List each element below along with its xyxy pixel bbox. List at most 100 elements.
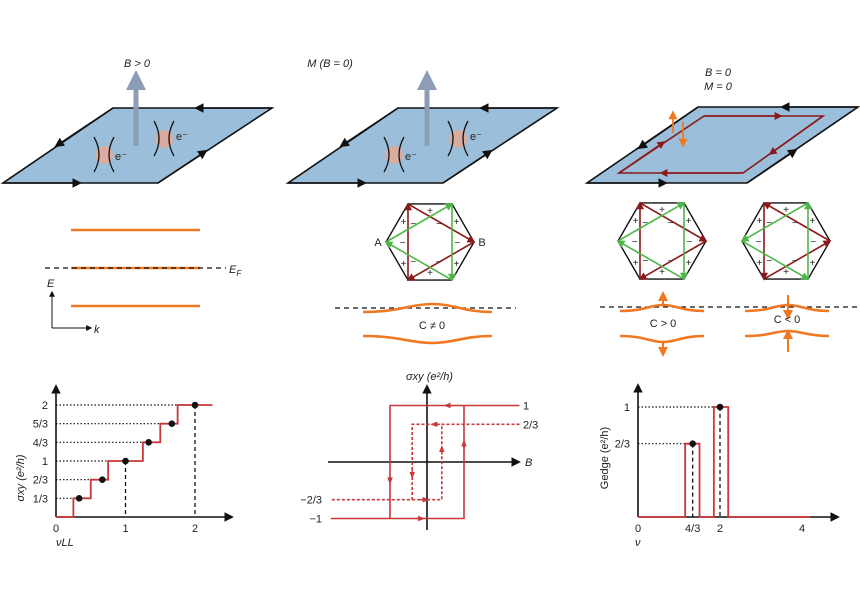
plus-sign: +	[633, 216, 639, 227]
panel-a-sample: B > 0 e⁻ e⁻	[0, 58, 275, 188]
plus-sign: +	[757, 258, 763, 269]
edge-arrow-icon	[442, 149, 493, 184]
hopping-arrow-green	[616, 240, 685, 280]
sample-plane	[285, 107, 560, 184]
chern-band-upper	[362, 302, 493, 314]
data-point	[99, 476, 106, 483]
y-tick-label: 2	[42, 400, 48, 412]
y-tick-label: 1/3	[33, 493, 48, 505]
data-point	[716, 403, 724, 411]
plus-sign: +	[453, 259, 459, 270]
plus-sign: +	[757, 216, 763, 227]
y-tick-label: 1	[42, 456, 48, 468]
hopping-arrow-green	[385, 203, 454, 243]
hopping-arrow-red	[762, 202, 831, 242]
plus-sign: +	[427, 268, 433, 279]
chern-band-lower	[362, 334, 493, 345]
panel-c-sample: B = 0 M = 0	[584, 67, 860, 188]
electron-icon: e⁻	[153, 120, 188, 157]
level-label: −1	[309, 514, 322, 526]
minus-sign: −	[436, 219, 442, 230]
momentum-axis-label: k	[94, 324, 100, 336]
plus-sign: +	[453, 217, 459, 228]
plot-edge-conductance: 2/3 1 0 4/3 2 4 ν Gedge (e²/h)	[599, 383, 840, 549]
electron-icon: e⁻	[447, 120, 482, 157]
data-point	[191, 401, 199, 409]
edge-arrow-icon	[637, 106, 699, 150]
svg-text:e⁻: e⁻	[176, 131, 188, 143]
y-axis-label: σxy (e²/h)	[15, 454, 27, 501]
edge-arrow-icon	[618, 141, 666, 174]
minus-sign: −	[454, 238, 460, 249]
x-tick-label: 0	[635, 523, 641, 535]
field-label: M (B = 0)	[307, 58, 353, 70]
plus-sign: +	[809, 258, 815, 269]
edge-arrow-icon	[54, 107, 114, 148]
minus-sign: −	[400, 238, 406, 249]
fermi-label: EF	[229, 264, 242, 278]
level-label: 2/3	[523, 419, 538, 431]
hopping-arrow-red	[639, 202, 708, 242]
hopping-arrow-green	[740, 202, 809, 242]
hopping-arrow-red	[407, 203, 476, 243]
plus-sign: +	[783, 205, 789, 216]
x-tick-label: 4	[799, 523, 805, 535]
minus-sign: −	[642, 256, 648, 267]
svg-text:e⁻: e⁻	[405, 151, 417, 163]
minus-sign: −	[632, 237, 638, 248]
minus-sign: −	[668, 256, 674, 267]
x-axis-label: B	[525, 457, 532, 469]
svg-text:e⁻: e⁻	[115, 151, 127, 163]
svg-text:e⁻: e⁻	[470, 131, 482, 143]
data-point	[75, 495, 83, 502]
plus-sign: +	[633, 258, 639, 269]
level-label: −2/3	[300, 495, 322, 507]
chern-negative-label: C < 0	[774, 314, 801, 326]
edge-arrow-icon	[746, 148, 798, 184]
plus-sign: +	[659, 267, 665, 278]
minus-sign: −	[410, 257, 416, 268]
minus-sign: −	[686, 237, 692, 248]
x-axis-label: νLL	[56, 537, 74, 549]
y-axis-label: Gedge (e²/h)	[599, 427, 611, 489]
hopping-arrow-red	[763, 240, 832, 280]
plus-sign: +	[401, 217, 407, 228]
plus-sign: +	[685, 258, 691, 269]
electron-icon: e⁻	[383, 136, 417, 173]
kagome-hexagon-negative: ++++++−−−−−−	[740, 201, 832, 281]
x-tick-label: 1	[122, 523, 128, 535]
minus-sign: −	[766, 256, 772, 267]
x-tick-label: 4/3	[685, 523, 700, 535]
minus-sign: −	[756, 237, 762, 248]
y-axis-label: σxy (e²/h)	[406, 371, 453, 383]
site-a-label: A	[374, 237, 382, 249]
x-tick-label: 2	[192, 523, 198, 535]
y-tick-label: 1	[624, 402, 630, 414]
energy-axis-label: E	[47, 278, 55, 290]
plus-sign: +	[427, 206, 433, 217]
conductance-curve	[638, 406, 811, 518]
level-label: 1	[523, 401, 529, 413]
electron-icon: e⁻	[93, 136, 127, 173]
chern-bands-c: C > 0 C < 0	[600, 291, 860, 357]
x-axis-label: ν	[635, 537, 641, 549]
y-tick-label: 2/3	[615, 439, 630, 451]
edge-arrow-icon	[768, 115, 824, 155]
x-tick-label: 2	[717, 523, 723, 535]
minus-sign: −	[810, 237, 816, 248]
y-tick-label: 4/3	[33, 437, 48, 449]
hopping-arrow-green	[617, 202, 686, 242]
y-tick-label: 5/3	[33, 419, 48, 431]
data-point	[689, 440, 696, 447]
landau-levels: EF E k	[45, 228, 242, 336]
kagome-hexagon: ++++++−−−−−−	[384, 202, 476, 282]
field-label: B > 0	[124, 58, 151, 70]
minus-sign: −	[668, 218, 674, 229]
panel-b-sample: M (B = 0) e⁻ e⁻	[285, 58, 560, 188]
sample-plane	[584, 106, 860, 184]
site-b-label: B	[478, 237, 485, 249]
plus-sign: +	[783, 267, 789, 278]
minus-sign: −	[410, 219, 416, 230]
